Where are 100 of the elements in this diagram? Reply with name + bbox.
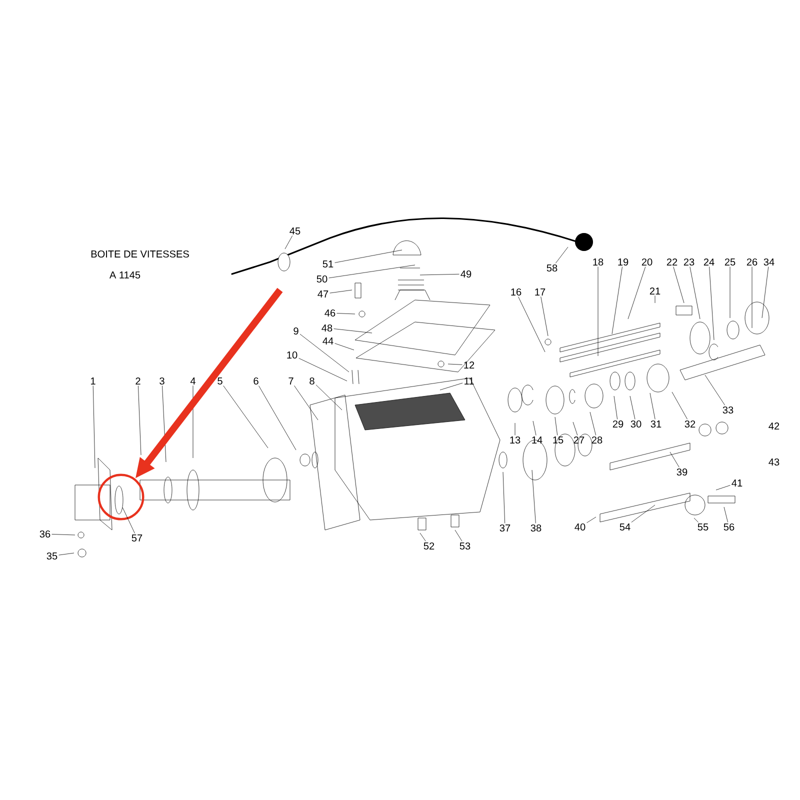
callout-number: 57 <box>132 534 142 542</box>
callout-number: 55 <box>698 524 708 530</box>
callout-number: 33 <box>722 406 734 414</box>
leader-line <box>673 266 684 304</box>
callout-number: 32 <box>684 420 696 428</box>
leader-line <box>612 266 622 334</box>
leader-line <box>336 313 356 314</box>
callout-number: 17 <box>535 288 546 296</box>
leader-line <box>420 532 426 542</box>
callout-number: 21 <box>650 288 660 294</box>
leader-line <box>614 396 618 420</box>
leader-line <box>448 364 462 365</box>
callout-number: 56 <box>724 523 734 531</box>
leader-line <box>514 422 516 436</box>
callout-number: 39 <box>676 468 688 476</box>
leader-line <box>328 264 416 278</box>
leader-line <box>630 396 636 420</box>
callout-number: 42 <box>768 422 780 430</box>
leader-line <box>518 296 546 352</box>
leader-line <box>294 385 318 420</box>
leader-line <box>420 274 460 276</box>
leader-line <box>532 470 536 524</box>
leader-line <box>52 534 76 536</box>
callout-number: 49 <box>460 270 472 278</box>
leader-line <box>334 343 354 350</box>
callout-number: 10 <box>287 351 298 359</box>
drawing-number: A 1145 <box>109 272 140 278</box>
leader-line <box>694 518 698 522</box>
leader-line <box>162 386 166 462</box>
leader-line <box>532 420 536 436</box>
callout-number: 28 <box>592 436 602 444</box>
leader-line <box>690 266 700 320</box>
callout-number: 45 <box>290 228 300 234</box>
leader-line <box>724 506 728 522</box>
callout-number: 27 <box>574 436 584 444</box>
callout-number: 31 <box>650 420 662 428</box>
callout-number: 50 <box>316 275 328 283</box>
callout-number: 47 <box>318 290 328 298</box>
leader-line <box>223 386 268 448</box>
callout-number: 16 <box>511 288 522 296</box>
callout-number: 30 <box>630 420 642 428</box>
callout-number: 12 <box>464 362 474 368</box>
callout-number: 24 <box>704 258 714 266</box>
callout-number: 15 <box>553 436 564 444</box>
leader-line <box>670 452 680 468</box>
callout-number: 5 <box>218 378 222 384</box>
leader-line <box>654 296 656 304</box>
leader-line <box>540 296 548 336</box>
callout-number: 35 <box>46 552 58 560</box>
leader-line <box>555 246 568 264</box>
leader-line <box>762 266 769 318</box>
leader-line <box>672 392 688 420</box>
leader-line <box>298 358 348 382</box>
leader-line <box>628 266 646 320</box>
callout-number: 3 <box>160 377 164 385</box>
leader-line <box>122 507 135 534</box>
callout-number: 40 <box>574 523 586 531</box>
callout-number: 48 <box>322 324 332 332</box>
leader-line <box>590 412 596 436</box>
callout-number: 19 <box>618 258 628 266</box>
callout-number: 26 <box>746 258 758 266</box>
callout-number: 34 <box>764 258 774 266</box>
callout-number: 9 <box>294 327 298 335</box>
callout-number: 18 <box>593 258 604 266</box>
leader-line <box>631 504 656 522</box>
leader-line <box>192 385 194 458</box>
callout-number: 4 <box>190 378 196 384</box>
leader-line <box>440 382 463 390</box>
leader-line <box>334 328 372 334</box>
leader-line <box>502 472 506 524</box>
callout-number: 43 <box>768 458 780 466</box>
callout-number: 58 <box>546 264 558 272</box>
leader-line <box>716 485 730 490</box>
callout-number: 36 <box>40 530 50 538</box>
callout-number: 44 <box>322 338 334 344</box>
leader-line <box>330 290 352 294</box>
callout-number: 29 <box>612 420 624 428</box>
washer <box>114 486 124 514</box>
leader-line <box>138 386 142 456</box>
title: BOITE DE VITESSES <box>91 250 189 258</box>
leader-line <box>58 552 74 556</box>
callout-number: 20 <box>642 258 652 266</box>
callout-number: 2 <box>136 378 140 384</box>
callout-number: 7 <box>288 378 294 384</box>
callout-number: 53 <box>460 542 470 550</box>
callout-number: 37 <box>500 524 510 532</box>
callout-number: 11 <box>464 378 474 384</box>
leader-line <box>554 416 558 436</box>
callout-number: 52 <box>424 542 434 550</box>
leader-line <box>284 236 293 250</box>
callout-number: 46 <box>324 309 336 317</box>
callout-number: 23 <box>684 258 694 266</box>
leader-line <box>572 422 578 436</box>
leader-line <box>334 250 402 263</box>
callout-number: 22 <box>666 258 678 266</box>
highlight-circle <box>98 474 144 520</box>
callout-number: 8 <box>310 377 314 385</box>
leader-line <box>709 266 714 340</box>
callout-number: 51 <box>322 260 334 268</box>
leader-line <box>92 385 96 468</box>
